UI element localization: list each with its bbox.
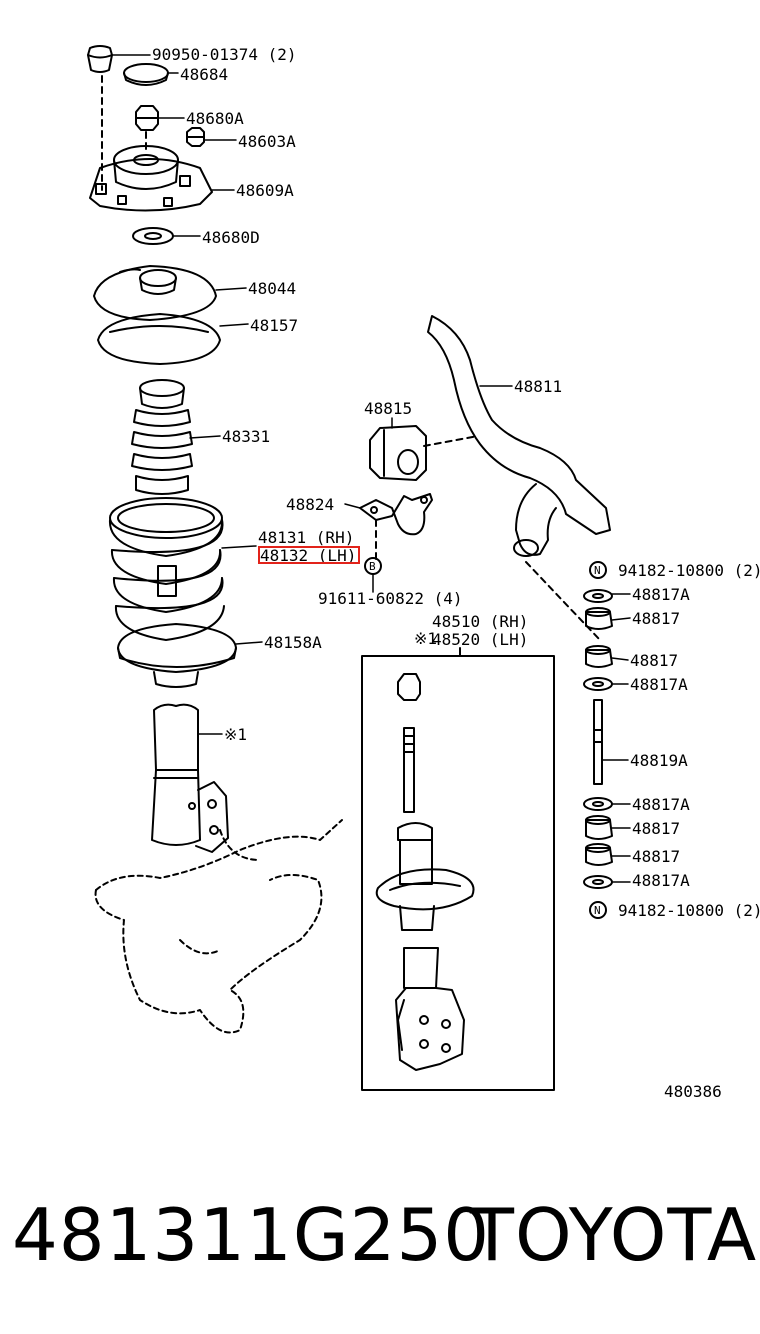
label-48331: 48331: [222, 427, 271, 446]
label-n-circle-bottom: N: [594, 904, 601, 917]
suspension-support-part: [90, 146, 212, 211]
label-48157: 48157: [250, 316, 299, 335]
spring-insulator-part: [98, 314, 220, 364]
part-number-title: 481311G250: [12, 1193, 491, 1277]
label-48815: 48815: [364, 399, 413, 418]
strut-kit-box: [362, 656, 554, 1090]
label-48817-4: 48817: [632, 847, 681, 866]
label-48817-2: 48817: [630, 651, 679, 670]
stabilizer-bar-part: [424, 316, 610, 556]
circle-n-marker-top: [590, 562, 606, 578]
label-48817A-4: 48817A: [632, 871, 690, 890]
parts-diagram: 90950-01374 (2) 48684 48680A 48603A 4860…: [0, 0, 760, 1140]
label-94182-bottom: 94182-10800 (2): [618, 901, 760, 920]
label-48817A-1: 48817A: [632, 585, 690, 604]
label-48132-lh: 48132 (LH): [260, 546, 357, 565]
strut-assembly-part: [152, 705, 228, 852]
boxed-strut-part: [377, 674, 474, 1070]
stabilizer-bushing-part: [370, 426, 426, 480]
label-48680D: 48680D: [202, 228, 260, 247]
label-91611-60822: 91611-60822 (4): [318, 589, 463, 608]
small-nut-part: [187, 128, 204, 146]
steering-knuckle-part: [96, 820, 342, 1033]
label-48044: 48044: [248, 279, 297, 298]
label-48510-rh: 48510 (RH): [432, 612, 529, 631]
leader-lines: [112, 55, 630, 882]
brand-name: TOYOTA: [470, 1193, 758, 1277]
diagram-reference-number: 480386: [664, 1082, 722, 1101]
label-48817A-3: 48817A: [632, 795, 690, 814]
label-star1-left: ※1: [224, 725, 248, 744]
washer-part: [133, 228, 173, 244]
label-48680A: 48680A: [186, 109, 244, 128]
lower-spring-seat-part: [118, 624, 236, 687]
label-94182-top: 94182-10800 (2): [618, 561, 760, 580]
label-90950-01374: 90950-01374 (2): [152, 45, 297, 64]
dust-cap-side: [124, 73, 168, 85]
dust-cap-part: [124, 64, 168, 82]
label-b-circle: B: [369, 560, 376, 573]
label-star1-box: ※1: [414, 629, 438, 648]
label-48819A: 48819A: [630, 751, 688, 770]
upper-spring-seat-part: [94, 266, 216, 320]
label-48817A-2: 48817A: [630, 675, 688, 694]
nut-part: [136, 106, 158, 130]
stabilizer-bracket-part: [360, 494, 432, 560]
label-48520-lh: 48520 (LH): [432, 630, 529, 649]
label-48603A: 48603A: [238, 132, 296, 151]
link-bushing-stack: [584, 590, 612, 888]
label-48609A: 48609A: [236, 181, 294, 200]
label-48158A: 48158A: [264, 633, 322, 652]
label-48824: 48824: [286, 495, 335, 514]
bump-stopper-part: [132, 380, 192, 494]
label-48817-3: 48817: [632, 819, 681, 838]
highlight-box: [258, 546, 360, 564]
circle-n-marker-bottom: [590, 902, 606, 918]
diagram-drawing: [0, 0, 760, 1140]
cap-plug-part: [88, 46, 112, 72]
label-48131-rh: 48131 (RH): [258, 528, 355, 547]
label-48684: 48684: [180, 65, 229, 84]
label-48817-1: 48817: [632, 609, 681, 628]
label-n-circle-top: N: [594, 564, 601, 577]
label-48811: 48811: [514, 377, 563, 396]
coil-spring-part: [110, 498, 224, 640]
